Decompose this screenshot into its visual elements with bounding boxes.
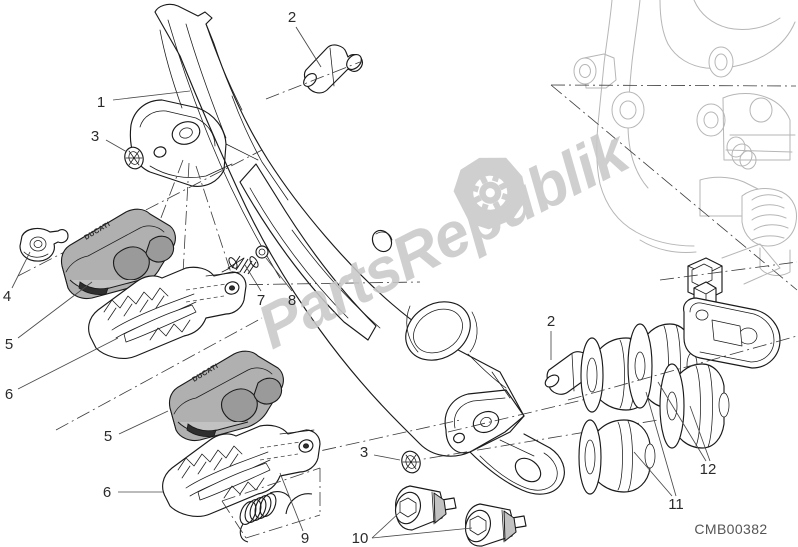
- callout-12: 12: [700, 461, 717, 478]
- leader-3a: [105, 139, 128, 153]
- leader-5a: [17, 281, 93, 339]
- coil-spring: [221, 467, 321, 543]
- leader-8: [265, 257, 293, 292]
- callout-5a: 5: [5, 336, 13, 353]
- bushing-small-lower: [578, 419, 656, 495]
- flanged-bolt-left: [394, 485, 457, 531]
- centerline-ghost-diag: [550, 84, 798, 291]
- footpeg-lower: [162, 424, 321, 517]
- centerline-ghost-top: [550, 84, 797, 87]
- leader-1: [112, 90, 191, 101]
- centerline-bracket-mid: [567, 335, 798, 401]
- leader-4: [11, 251, 31, 289]
- callout-8: 8: [288, 292, 296, 309]
- mounting-bracket: [683, 243, 781, 369]
- leader-12a: [657, 381, 707, 462]
- callout-6a: 6: [5, 386, 13, 403]
- lock-nut-lower: [401, 450, 421, 474]
- footpeg-upper: [88, 266, 247, 359]
- return-spring-upper: [221, 255, 259, 275]
- callout-10: 10: [352, 530, 369, 547]
- leader-2a: [295, 26, 322, 68]
- callout-5b: 5: [104, 428, 112, 445]
- lock-nut-upper: [124, 146, 144, 170]
- leader-10b: [371, 527, 473, 539]
- drawing-code-label: CMB00382: [694, 521, 767, 537]
- retaining-ring: [255, 245, 269, 259]
- leader-3b: [373, 454, 401, 461]
- leader-11b: [645, 391, 677, 497]
- gear-icon: [453, 157, 527, 230]
- rubber-pad-lower: DUCATI: [168, 350, 284, 442]
- leader-5b: [118, 410, 169, 435]
- ghost-case-boss: [741, 188, 797, 276]
- flanged-bolt-right: [464, 503, 527, 547]
- callout-4: 4: [3, 288, 11, 305]
- callout-2a: 2: [288, 9, 296, 26]
- bushing-large-lower: [659, 363, 730, 449]
- centerline-bracket-top: [659, 261, 798, 281]
- leader-6a: [17, 337, 119, 390]
- leader-lines-group: [11, 26, 711, 539]
- callout-6b: 6: [103, 484, 111, 501]
- leader-11a: [633, 451, 673, 497]
- callout-1: 1: [97, 94, 105, 111]
- callout-3a: 3: [91, 128, 99, 145]
- leader-10a: [371, 511, 401, 539]
- callout-11: 11: [668, 496, 684, 513]
- callout-7: 7: [257, 292, 265, 309]
- ghost-engine-case: [573, 0, 797, 276]
- leader-9: [279, 472, 304, 532]
- leader-12b: [689, 405, 711, 462]
- callout-3b: 3: [360, 444, 368, 461]
- callout-9: 9: [301, 530, 309, 547]
- pivot-cap: [19, 227, 69, 262]
- callout-numbers-group: 1 2 3 4 5 6 7 8 5 6 9 3 2 10 11 12: [3, 9, 717, 547]
- callout-2b: 2: [547, 313, 555, 330]
- centerline-dowel-upper: [265, 61, 361, 100]
- footpeg-holder-plate: [129, 3, 565, 495]
- leader-7: [244, 264, 262, 292]
